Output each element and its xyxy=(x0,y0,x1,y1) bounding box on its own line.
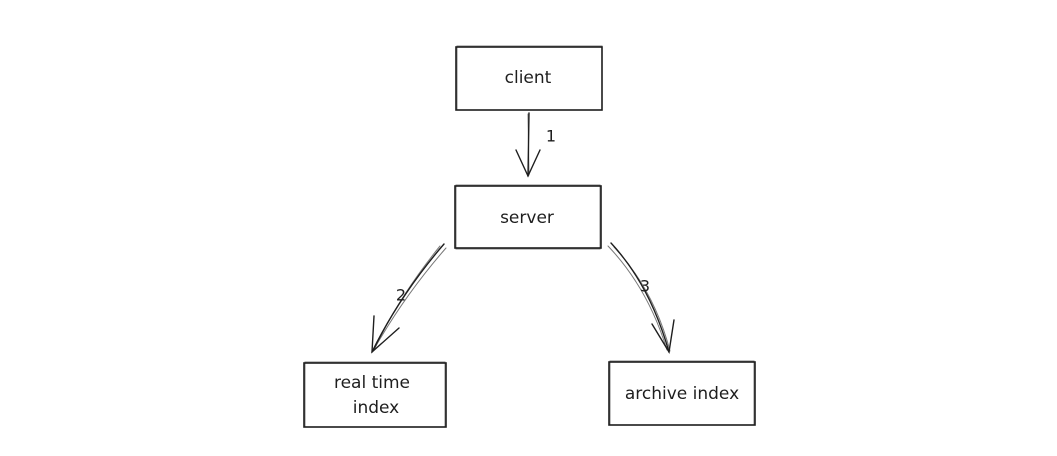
archive-index-node: archive index xyxy=(608,360,756,426)
edge-server-realtime-label: 2 xyxy=(396,286,406,305)
edge-server-archive-arrowhead xyxy=(651,319,675,355)
realtime-index-node: real time index xyxy=(303,361,447,428)
edge-server-realtime-line xyxy=(371,243,445,353)
edge-server-realtime: 2 xyxy=(371,243,447,354)
edge-client-server-arrowhead xyxy=(515,149,541,178)
edge-client-server: 1 xyxy=(515,112,556,178)
realtime-index-label-line1: real time xyxy=(334,373,410,393)
realtime-index-label-line2: index xyxy=(353,398,400,418)
server-node-label: server xyxy=(500,208,554,228)
edge-server-realtime-arrowhead xyxy=(371,315,400,354)
archive-index-label: archive index xyxy=(625,384,739,404)
edge-server-archive-label: 3 xyxy=(640,277,650,296)
edge-client-server-label: 1 xyxy=(546,127,556,146)
client-node: client xyxy=(455,45,603,111)
edge-server-archive: 3 xyxy=(607,242,675,355)
client-node-label: client xyxy=(505,68,552,88)
server-node: server xyxy=(454,184,602,250)
